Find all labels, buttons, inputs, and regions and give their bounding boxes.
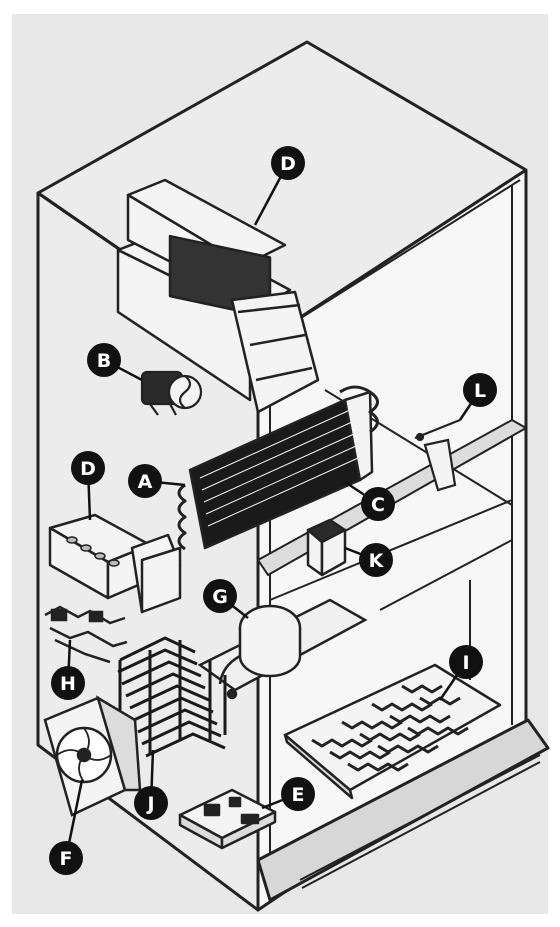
- callout-label: F: [60, 848, 73, 870]
- callout-d-side: D: [71, 451, 105, 485]
- callout-label: L: [474, 380, 486, 402]
- callout-a: A: [128, 464, 162, 498]
- callout-b: B: [87, 343, 121, 377]
- callout-label: D: [280, 153, 296, 175]
- callout-label: I: [462, 652, 469, 674]
- callout-label: J: [145, 793, 154, 815]
- callout-d-top: D: [271, 146, 305, 180]
- callout-label: H: [60, 673, 76, 695]
- callout-e: E: [281, 777, 315, 811]
- callout-label: K: [369, 550, 385, 572]
- callout-label: A: [138, 471, 153, 493]
- callout-l: L: [463, 373, 497, 407]
- callout-k: K: [359, 543, 393, 577]
- callout-label: C: [371, 494, 385, 516]
- callout-label: D: [80, 458, 96, 480]
- callout-f: F: [49, 841, 83, 875]
- callout-label: G: [212, 586, 228, 608]
- callout-g: G: [203, 579, 237, 613]
- callout-h: H: [51, 666, 85, 700]
- callout-label: B: [97, 350, 111, 372]
- callout-j: J: [134, 786, 168, 820]
- callout-i: I: [449, 645, 483, 679]
- callout-c: C: [361, 487, 395, 521]
- callout-label: E: [292, 784, 305, 806]
